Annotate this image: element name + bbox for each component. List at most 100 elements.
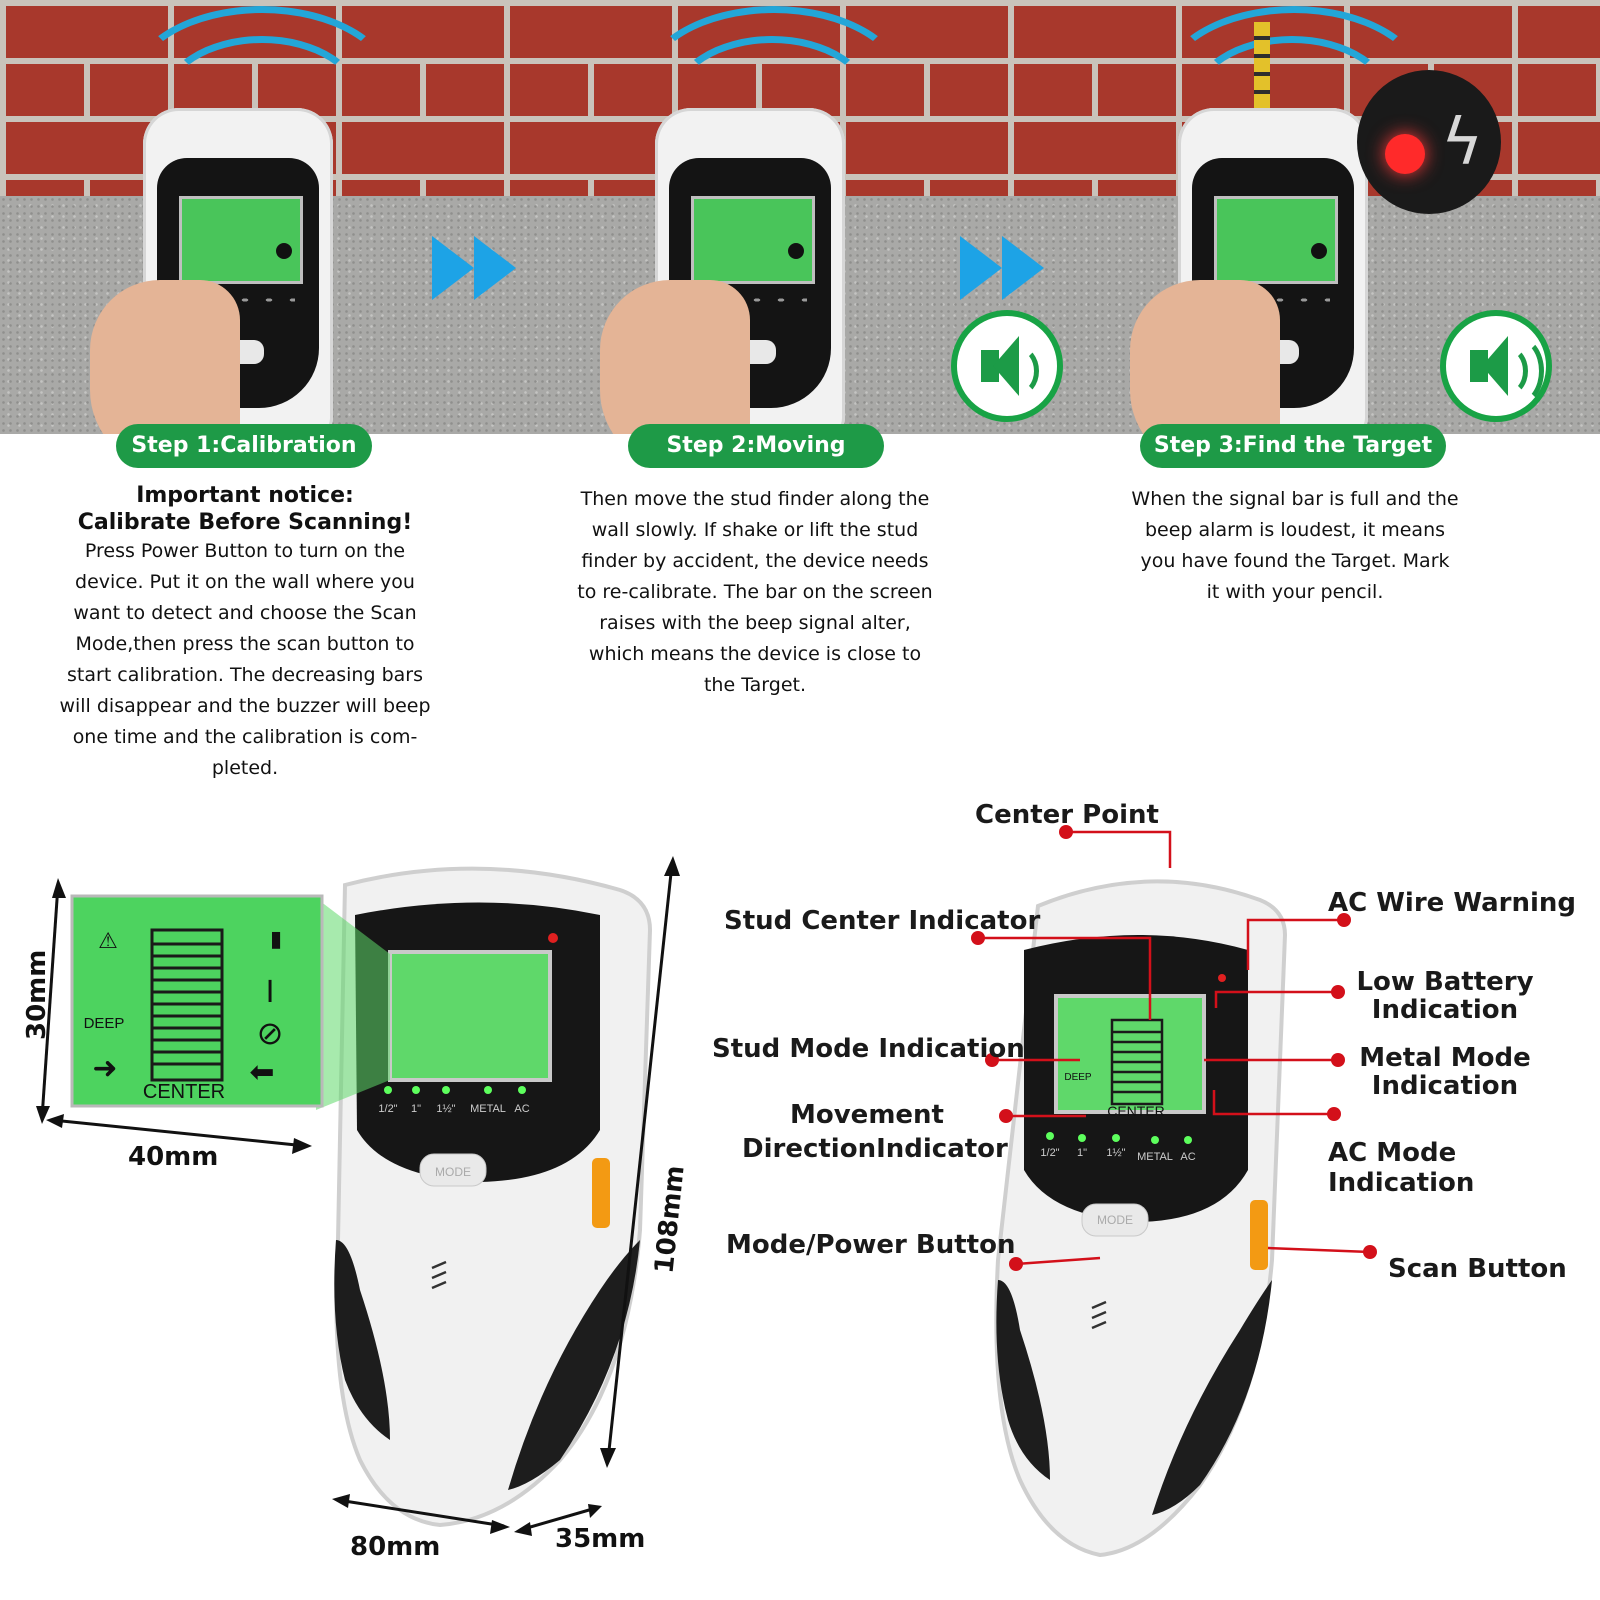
line: Press Power Button to turn on the (84, 540, 406, 562)
alarm-icon: ϟ (1357, 70, 1501, 214)
line: start calibration. The decreasing bars (67, 664, 423, 686)
notice-title: Important notice: (136, 483, 354, 508)
grip-left (996, 1280, 1050, 1480)
chevron-right-icon (960, 236, 1002, 300)
ac-icon (276, 243, 292, 259)
lcd-screen (1214, 196, 1338, 284)
line: wall slowly. If shake or lift the stud (591, 519, 919, 541)
movement-line2: DirectionIndicator (742, 1134, 1008, 1164)
wire-icon (1254, 22, 1270, 112)
line: pleted. (211, 757, 279, 779)
arrow-left-icon: ⬅ (249, 1055, 274, 1090)
mode-text: MODE (1097, 1213, 1133, 1227)
line: Then move the stud finder along the (580, 488, 930, 510)
wave-icon (1160, 6, 1428, 170)
step1-pill: Step 1:Calibration (116, 424, 372, 468)
mode-ac-label: AC (1180, 1151, 1195, 1163)
line: Mode,then press the scan button to (75, 633, 415, 655)
wave-icon (640, 6, 908, 170)
low-battery-line2: Indication (1371, 995, 1519, 1025)
chevron-right-icon (432, 236, 474, 300)
ac-icon (788, 243, 804, 259)
mode-half-label: 1/2" (1040, 1147, 1059, 1159)
metal-line1: Metal Mode (1359, 1043, 1531, 1073)
dimension-arrows (36, 856, 680, 1536)
mode-power-label: Mode/Power Button (726, 1230, 1016, 1260)
grip-right (508, 1240, 640, 1490)
center-label: CENTER (1107, 1103, 1165, 1119)
line: raises with the beep signal alter, (599, 612, 911, 634)
lightning-icon: ϟ (1441, 106, 1484, 180)
line: beep alarm is loudest, it means (1144, 519, 1446, 541)
warning-led (1218, 974, 1226, 982)
scan-button (1250, 1200, 1268, 1270)
deep-label: DEEP (84, 1015, 125, 1032)
mode-metal-label: METAL (470, 1103, 506, 1115)
scan-button (592, 1158, 610, 1228)
wall-scene: ϟ (0, 0, 1600, 434)
chevron-right-icon (1002, 236, 1044, 300)
dimension-lines (40, 863, 674, 1532)
metal-icon: I (266, 975, 275, 1010)
mode-leds (1046, 1132, 1192, 1144)
lcd-screen (179, 196, 303, 284)
line: will disappear and the buzzer will beep (59, 695, 431, 717)
chevron-right-icon (474, 236, 516, 300)
wave-icon (128, 6, 396, 170)
metal-line2: Indication (1371, 1071, 1519, 1101)
sound-wave-icon (999, 346, 1039, 396)
step3-text: When the signal bar is full and the beep… (1070, 484, 1520, 608)
lcd-screen (1054, 994, 1206, 1114)
speaker-icon (951, 310, 1063, 422)
zoom-beam (316, 898, 390, 1110)
sound-wave-icon (1492, 336, 1544, 406)
hand (90, 280, 240, 434)
center-point-label: Center Point (975, 800, 1159, 830)
movement-label: Movement DirectionIndicator (742, 1098, 1008, 1166)
grip-left (334, 1240, 390, 1440)
ac-warning-label: AC Wire Warning (1328, 888, 1577, 918)
center-label: CENTER (143, 1081, 225, 1103)
red-light-icon (1385, 134, 1425, 174)
battery-icon: ▮ (270, 927, 282, 952)
signal-bars (150, 928, 224, 1082)
screen-height-dim: 30mm (22, 949, 52, 1040)
mode-metal-label: METAL (1137, 1151, 1173, 1163)
speaker-grille (431, 1260, 447, 1290)
step1-text: Important notice: Calibrate Before Scann… (10, 482, 480, 784)
speaker-icon (1440, 310, 1552, 422)
line: to re-calibrate. The bar on the screen (577, 581, 933, 603)
screen-width-dim: 40mm (128, 1142, 219, 1172)
ac-icon (1311, 243, 1327, 259)
mode-leds (384, 1086, 526, 1094)
notice-subtitle: Calibrate Before Scanning! (77, 510, 413, 535)
warning-led (548, 933, 558, 943)
callout-dots (971, 825, 1377, 1271)
line: one time and the calibration is com- (72, 726, 418, 748)
stud-center-label: Stud Center Indicator (724, 906, 1041, 936)
stud-finder-step1 (143, 108, 333, 434)
line: which means the device is close to (588, 643, 922, 665)
deep-label: DEEP (1064, 1072, 1092, 1083)
scan-button-label: Scan Button (1388, 1254, 1567, 1284)
line: it with your pencil. (1206, 581, 1384, 603)
line: finder by accident, the device needs (581, 550, 929, 572)
hand (1130, 280, 1280, 434)
grip-right (1152, 1280, 1272, 1515)
stud-mode-label: Stud Mode Indication (712, 1034, 1025, 1064)
callout-lines (978, 830, 1371, 1266)
arrow-right-icon: ➜ (92, 1051, 117, 1086)
depth-dim: 35mm (555, 1524, 646, 1554)
mode-half-label: 1/2" (378, 1103, 397, 1115)
warning-icon: ⚠ (98, 929, 118, 954)
movement-line1: Movement (790, 1100, 944, 1130)
ac-mode-label: AC Mode Indication (1328, 1138, 1475, 1198)
callout-diagram: CENTER DEEP 1/2" 1" 1½" METAL AC MODE (971, 825, 1377, 1558)
mode-oneandhalf-label: 1½" (436, 1103, 455, 1115)
mode-ac-label: AC (514, 1103, 529, 1115)
mode-button (419, 1153, 487, 1187)
line: you have found the Target. Mark (1140, 550, 1450, 572)
step2-text: Then move the stud finder along the wall… (530, 484, 980, 701)
dimension-diagram: CENTER DEEP ⊘ I ⚠ ▮ ➜ ⬅ 1/2" 1" 1½" META… (36, 856, 680, 1536)
low-battery-line1: Low Battery (1356, 967, 1534, 997)
